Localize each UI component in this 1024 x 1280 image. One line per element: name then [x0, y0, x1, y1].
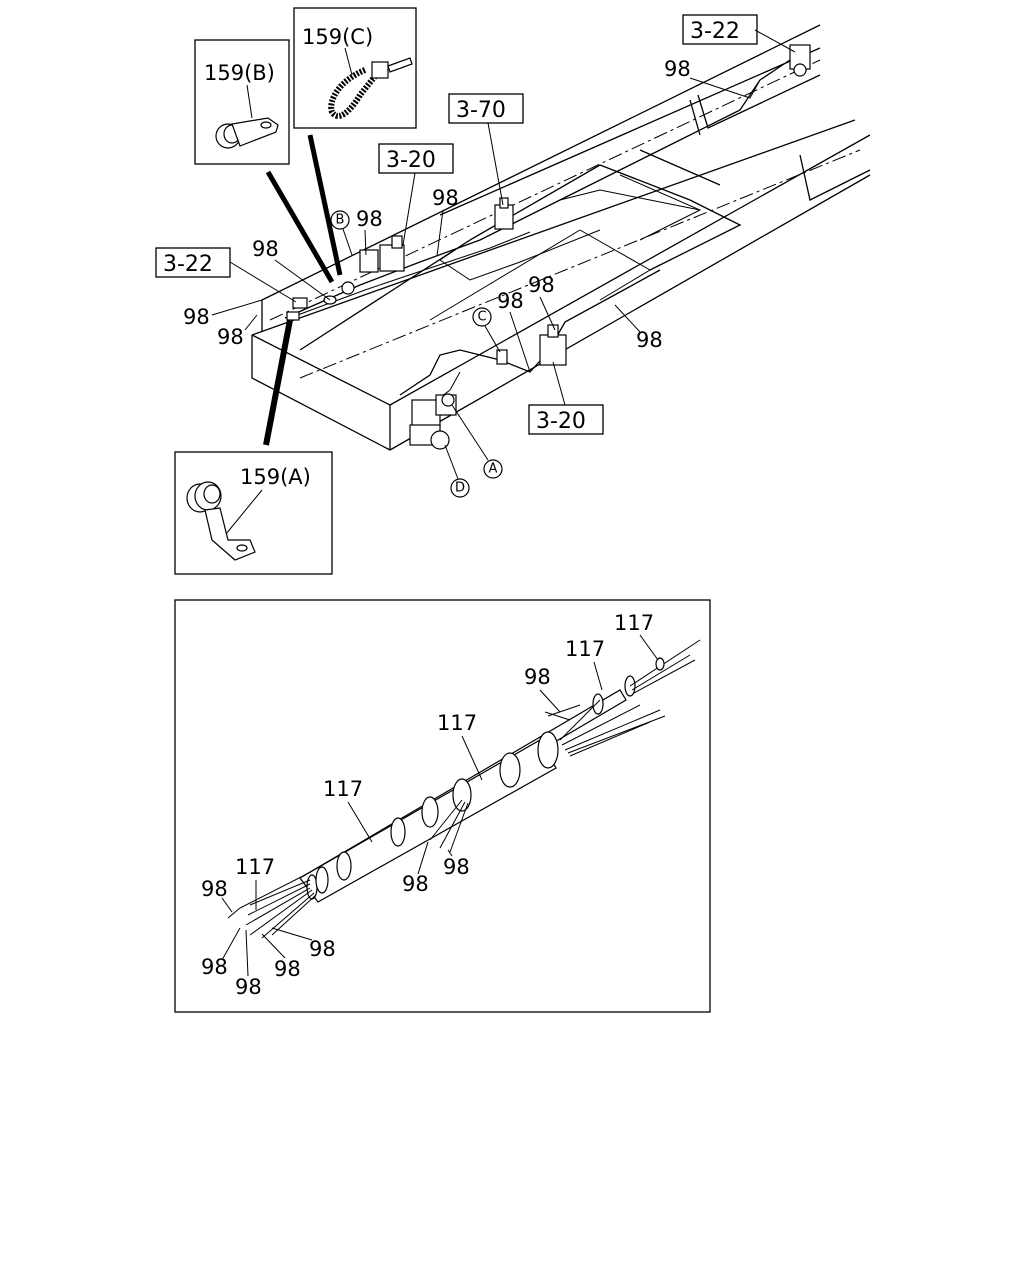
ref-box-3-70[interactable]: 3-70 [448, 93, 524, 124]
inset-159b-label: 159(B) [204, 61, 275, 85]
connector-rear-right [789, 44, 811, 77]
clip-159b-icon [215, 117, 279, 149]
label-98-l7: 98 [201, 955, 228, 979]
ref-box-3-20-upper[interactable]: 3-20 [378, 143, 454, 174]
svg-text:C: C [477, 310, 486, 325]
label-98-u7: 98 [497, 289, 524, 313]
harness-trunk [299, 675, 636, 903]
marker-a: A [451, 404, 503, 479]
frame-components [286, 44, 811, 450]
label-98-u6: 98 [217, 325, 244, 349]
svg-text:D: D [455, 481, 465, 496]
inset-159b: 159(B) [194, 39, 290, 165]
label-98-l1: 98 [524, 665, 551, 689]
label-98-l2: 98 [443, 855, 470, 879]
label-98-l8: 98 [235, 975, 262, 999]
marker-b: B [330, 210, 353, 256]
marker-c: C [472, 307, 501, 353]
label-98-u5: 98 [183, 305, 210, 329]
ref-box-3-20-upper-text: 3-20 [386, 148, 436, 173]
cable-tie-159c-icon [328, 57, 413, 119]
label-117-l4: 117 [323, 777, 363, 801]
label-117-l1: 117 [614, 611, 654, 635]
inset-leader-bars [263, 134, 343, 446]
ref-box-3-20-lower-text: 3-20 [536, 409, 586, 434]
label-98-u4: 98 [252, 237, 279, 261]
ref-box-3-22-left[interactable]: 3-22 [155, 247, 231, 278]
label-117-l3: 117 [437, 711, 477, 735]
lower-part-labels: 117 117 117 117 117 98 98 98 98 98 98 98… [201, 611, 659, 999]
svg-text:A: A [489, 462, 498, 477]
inset-159a: 159(A) [174, 451, 333, 575]
label-117-l5: 117 [235, 855, 275, 879]
label-98-u1: 98 [664, 57, 691, 81]
label-98-l6: 98 [274, 957, 301, 981]
ref-box-3-22-top[interactable]: 3-22 [682, 14, 758, 45]
connector-block-3 [539, 324, 567, 366]
ref-box-3-70-text: 3-70 [456, 98, 506, 123]
connector-block-1 [359, 235, 405, 273]
inset-159c: 159(C) [293, 7, 417, 129]
label-98-u9: 98 [636, 328, 663, 352]
marker-d: D [444, 444, 470, 498]
ref-box-3-22-left-text: 3-22 [163, 252, 213, 277]
svg-text:B: B [336, 213, 345, 228]
label-98-u2: 98 [432, 186, 459, 210]
label-98-u8: 98 [528, 273, 555, 297]
inset-159c-label: 159(C) [302, 25, 373, 49]
ref-box-3-22-top-text: 3-22 [690, 19, 740, 44]
clamp-rear-left [286, 297, 308, 321]
junction-assembly [409, 393, 457, 450]
harness-branch-wires [227, 639, 701, 939]
label-117-l2: 117 [565, 637, 605, 661]
clip-159a-icon [186, 481, 256, 561]
clamp-c-detail [496, 349, 508, 365]
upper-part-labels: 98 98 98 98 98 98 98 98 98 [183, 57, 761, 373]
connector-block-2 [494, 197, 514, 230]
inset-159a-label: 159(A) [240, 465, 311, 489]
label-98-l4: 98 [201, 877, 228, 901]
label-98-l5: 98 [309, 937, 336, 961]
ref-box-3-20-lower[interactable]: 3-20 [528, 404, 604, 435]
harness-routing [284, 59, 791, 406]
label-98-u3: 98 [356, 207, 383, 231]
label-98-l3: 98 [402, 872, 429, 896]
